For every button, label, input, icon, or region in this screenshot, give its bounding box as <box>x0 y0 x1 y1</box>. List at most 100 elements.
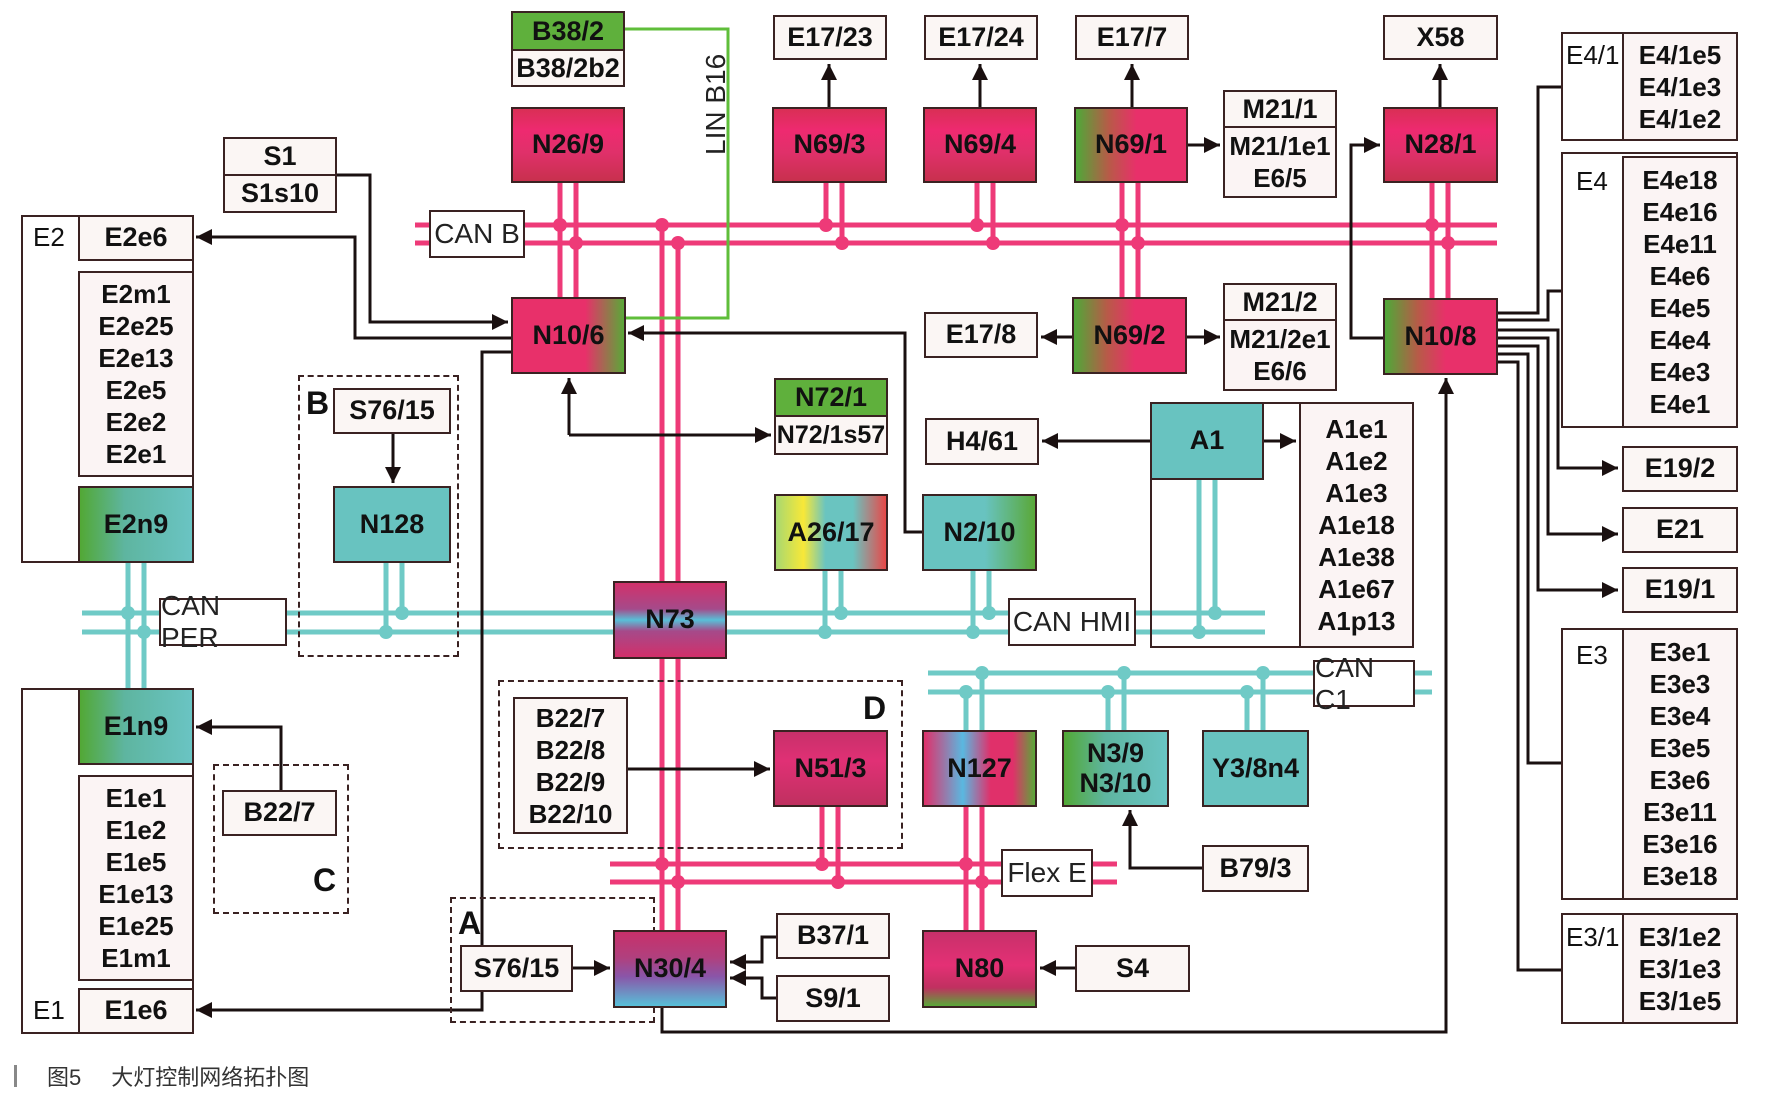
y3-8n4-module[interactable]: Y3/8n4 <box>1202 730 1309 807</box>
list-item: E4e16 <box>1642 197 1718 227</box>
can-c1-label: CAN C1 <box>1313 652 1415 715</box>
m21-1-header[interactable]: M21/1 <box>1223 90 1337 128</box>
figure-number: 图5 <box>47 1065 82 1090</box>
b37-1-sensor[interactable]: B37/1 <box>776 913 890 959</box>
n69-4-module[interactable]: N69/4 <box>923 107 1037 183</box>
can-b-label: CAN B <box>429 210 525 258</box>
list-item: E3e1 <box>1649 637 1711 667</box>
e17-8-lamp[interactable]: E17/8 <box>924 312 1038 358</box>
list-item: E1m1 <box>101 943 171 973</box>
s1s10-switch[interactable]: S1s10 <box>223 174 337 213</box>
list-item: E4e3 <box>1649 357 1711 387</box>
list-item: E2e13 <box>98 343 174 373</box>
s76-15-a-switch[interactable]: S76/15 <box>460 945 573 992</box>
n69-2-module[interactable]: N69/2 <box>1072 297 1187 374</box>
n26-9-module[interactable]: N26/9 <box>511 107 625 183</box>
e3-1-label: E3/1 <box>1566 922 1620 952</box>
list-item: E4e11 <box>1643 229 1717 259</box>
list-item: M21/1e1 <box>1229 131 1331 161</box>
list-item: E2e5 <box>105 375 167 405</box>
b79-3-sensor[interactable]: B79/3 <box>1202 845 1309 892</box>
list-item: B22/8 <box>535 734 606 765</box>
list-item: B22/9 <box>535 766 606 797</box>
e19-2-lamp[interactable]: E19/2 <box>1622 446 1738 492</box>
b38-2b2-sensor[interactable]: B38/2b2 <box>511 49 625 87</box>
b38-2-sensor[interactable]: B38/2 <box>511 11 625 51</box>
n3-9-n3-10-module[interactable]: N3/9 N3/10 <box>1062 730 1169 807</box>
list-item: E6/5 <box>1253 163 1307 193</box>
can-hmi-label: CAN HMI <box>1008 598 1136 646</box>
n69-3-module[interactable]: N69/3 <box>772 107 887 183</box>
h4-61-buzzer[interactable]: H4/61 <box>925 418 1039 465</box>
e21-lamp[interactable]: E21 <box>1622 507 1738 553</box>
e17-23-lamp[interactable]: E17/23 <box>773 15 887 60</box>
e3-lamp-list: E3e1 E3e3 E3e4 E3e5 E3e6 E3e11 E3e16 E3e… <box>1622 628 1738 900</box>
list-item: E3e11 <box>1643 797 1717 827</box>
e17-24-lamp[interactable]: E17/24 <box>924 15 1038 60</box>
list-item: E3e18 <box>1642 861 1718 891</box>
list-item: E3/1e2 <box>1638 921 1722 952</box>
s76-15-b-switch[interactable]: S76/15 <box>333 388 451 434</box>
module-name: N3/9 <box>1086 737 1145 768</box>
list-item: E2m1 <box>101 279 171 309</box>
can-per-label: CAN PER <box>159 590 287 653</box>
n69-1-module[interactable]: N69/1 <box>1074 107 1188 183</box>
e2e6-lamp[interactable]: E2e6 <box>78 215 194 261</box>
e1e6-lamp[interactable]: E1e6 <box>78 988 194 1034</box>
a26-17-module[interactable]: A26/17 <box>774 494 888 571</box>
n127-module[interactable]: N127 <box>922 730 1037 807</box>
x58-connector[interactable]: X58 <box>1383 15 1498 60</box>
e2n9-controller[interactable]: E2n9 <box>78 486 194 563</box>
group-c-box <box>213 764 349 914</box>
a1-instrument-cluster[interactable]: A1 <box>1150 402 1264 480</box>
n80-module[interactable]: N80 <box>922 930 1037 1008</box>
e1n9-controller[interactable]: E1n9 <box>78 688 194 765</box>
list-item: B22/10 <box>528 798 613 829</box>
n51-3-module[interactable]: N51/3 <box>773 730 888 807</box>
list-item: E4/1e2 <box>1638 103 1722 134</box>
figure-title: 大灯控制网络拓扑图 <box>111 1065 310 1090</box>
group-a-label: A <box>458 905 482 941</box>
s9-1-switch[interactable]: S9/1 <box>776 975 890 1022</box>
n10-8-module[interactable]: N10/8 <box>1383 298 1498 375</box>
list-item: E3e3 <box>1649 669 1711 699</box>
e1-label: E1 <box>33 995 65 1025</box>
n2-10-module[interactable]: N2/10 <box>922 494 1037 571</box>
m21-2-items: M21/2e1 E6/6 <box>1223 319 1337 391</box>
list-item: E4e6 <box>1649 261 1711 291</box>
list-item: E4e4 <box>1649 325 1711 355</box>
e4-1-label: E4/1 <box>1566 40 1620 70</box>
e19-1-lamp[interactable]: E19/1 <box>1622 567 1738 613</box>
list-item: E3e6 <box>1649 765 1711 795</box>
n10-6-module[interactable]: N10/6 <box>511 297 626 374</box>
n72-1s57-switch[interactable]: N72/1s57 <box>774 415 888 455</box>
list-item: E4/1e5 <box>1638 39 1722 70</box>
list-item: A1e18 <box>1318 510 1395 540</box>
n73-gateway[interactable]: N73 <box>613 581 727 659</box>
list-item: E1e13 <box>98 879 174 909</box>
e4-lamp-list: E4e18 E4e16 E4e11 E4e6 E4e5 E4e4 E4e3 E4… <box>1622 156 1738 428</box>
list-item: E2e25 <box>98 311 174 341</box>
can-b-nodes <box>553 218 1455 250</box>
list-item: E2e1 <box>105 439 167 469</box>
n128-module[interactable]: N128 <box>333 486 451 563</box>
list-item: B22/7 <box>535 702 606 733</box>
group-d-box <box>498 680 903 849</box>
e17-7-lamp[interactable]: E17/7 <box>1075 15 1189 60</box>
can-c1-nodes <box>959 666 1270 699</box>
n30-4-module[interactable]: N30/4 <box>613 930 727 1008</box>
list-item: A1e3 <box>1325 478 1388 508</box>
n28-1-module[interactable]: N28/1 <box>1383 107 1498 183</box>
e3-1-lamp-list: E3/1e2 E3/1e3 E3/1e5 <box>1622 913 1738 1024</box>
b22-7-c-sensor[interactable]: B22/7 <box>222 790 337 836</box>
s4-switch[interactable]: S4 <box>1075 945 1190 992</box>
list-item: E3/1e5 <box>1638 985 1722 1016</box>
s1-switch[interactable]: S1 <box>223 137 337 176</box>
list-item: E4e5 <box>1649 293 1711 323</box>
figure-caption: 图5 大灯控制网络拓扑图 <box>14 1060 309 1092</box>
n72-1-module[interactable]: N72/1 <box>774 378 888 417</box>
can-per-nodes <box>121 606 1222 639</box>
group-b-box <box>298 375 459 657</box>
lin-b16-label: LIN B16 <box>700 53 731 155</box>
m21-2-header[interactable]: M21/2 <box>1223 283 1337 321</box>
